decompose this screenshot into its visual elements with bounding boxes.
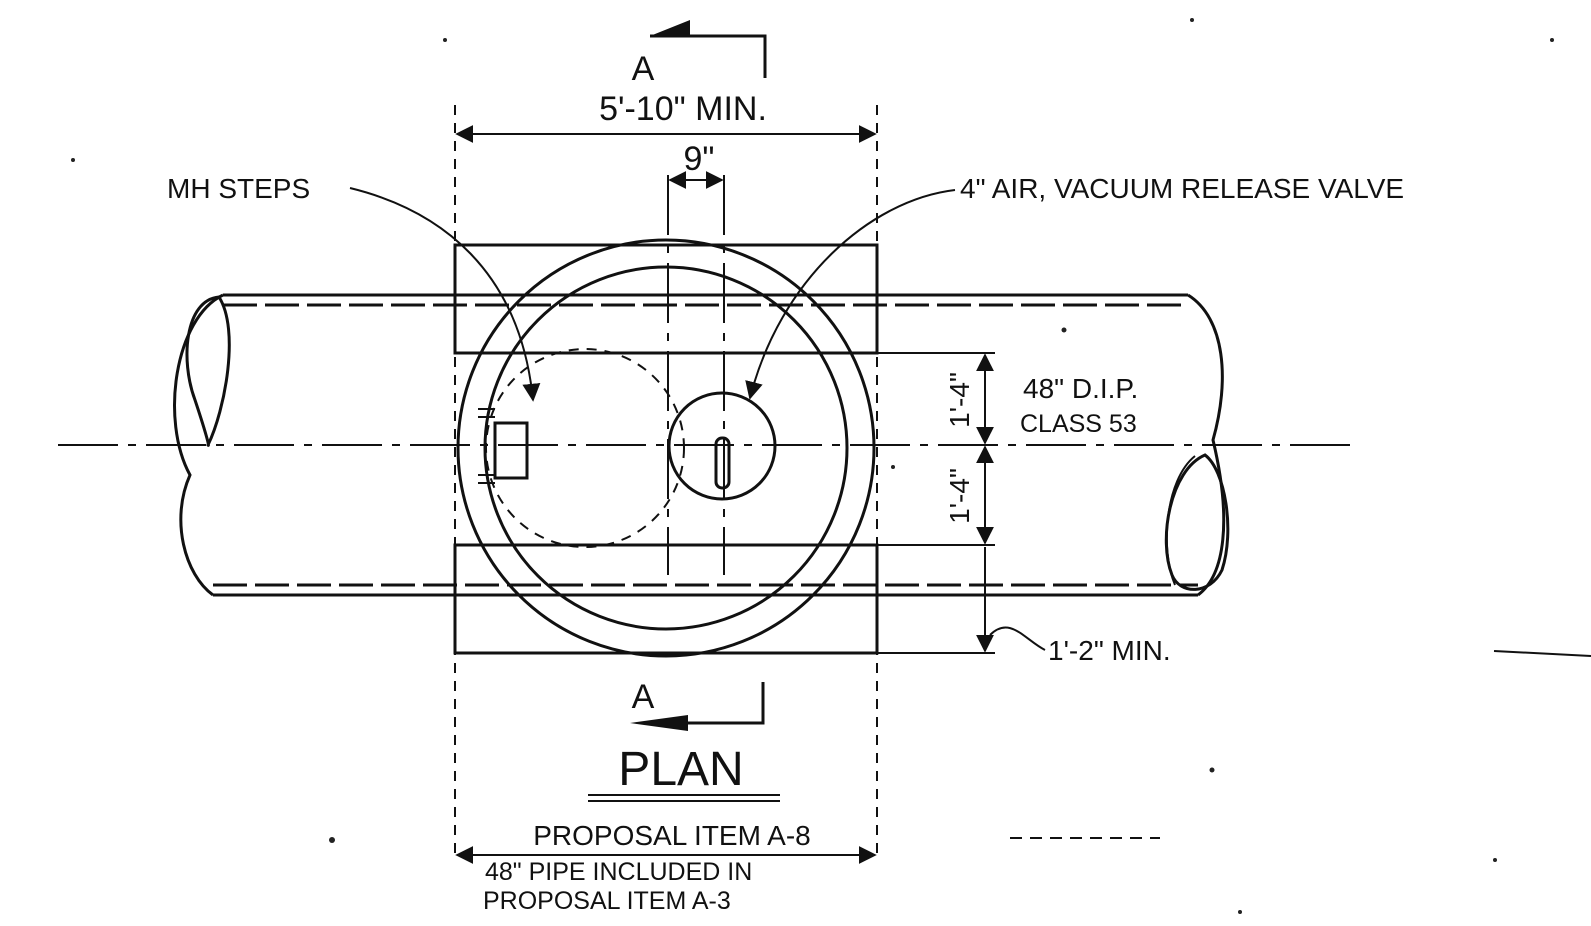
offset-dimension-label: 9" bbox=[684, 140, 715, 178]
scan-specks bbox=[71, 18, 1591, 914]
half-dim-lower-label: 1'-4" bbox=[944, 468, 975, 524]
half-height-dimensions: 1'-4" 1'-4" bbox=[944, 353, 994, 653]
view-title: PLAN bbox=[618, 743, 743, 796]
pipe-label: 48" D.I.P. bbox=[1023, 373, 1138, 404]
overall-width-dimension: 5'-10" MIN. bbox=[455, 90, 877, 143]
section-marker-top: A bbox=[632, 20, 767, 88]
mh-steps-detail bbox=[478, 408, 529, 484]
valve-callout: 4" AIR, VACUUM RELEASE VALVE bbox=[745, 173, 1404, 400]
section-marker-top-label: A bbox=[632, 50, 655, 88]
section-marker-bottom-label: A bbox=[632, 678, 655, 716]
mh-steps-callout: MH STEPS bbox=[167, 173, 541, 402]
mh-steps-label: MH STEPS bbox=[167, 173, 310, 204]
pipe-class-label: CLASS 53 bbox=[1020, 410, 1137, 438]
clearance-callout: 1'-2" MIN. bbox=[989, 626, 1171, 666]
extension-lines bbox=[454, 105, 995, 855]
note-line-1: 48" PIPE INCLUDED IN bbox=[485, 858, 752, 886]
valve-label: 4" AIR, VACUUM RELEASE VALVE bbox=[960, 173, 1404, 204]
proposal-item-label: PROPOSAL ITEM A-8 bbox=[533, 820, 810, 851]
view-title-block: PLAN PROPOSAL ITEM A-8 48" PIPE INCLUDED… bbox=[455, 743, 877, 915]
note-line-2: PROPOSAL ITEM A-3 bbox=[483, 887, 731, 915]
overall-width-label: 5'-10" MIN. bbox=[599, 90, 767, 128]
clearance-label: 1'-2" MIN. bbox=[1048, 635, 1171, 666]
section-marker-bottom: A bbox=[630, 678, 765, 731]
pipe bbox=[173, 293, 1230, 597]
offset-dimension: 9" bbox=[668, 140, 724, 189]
pipe-callout: 48" D.I.P. CLASS 53 bbox=[1020, 373, 1138, 438]
half-dim-upper-label: 1'-4" bbox=[944, 372, 975, 428]
manhole bbox=[456, 238, 876, 658]
